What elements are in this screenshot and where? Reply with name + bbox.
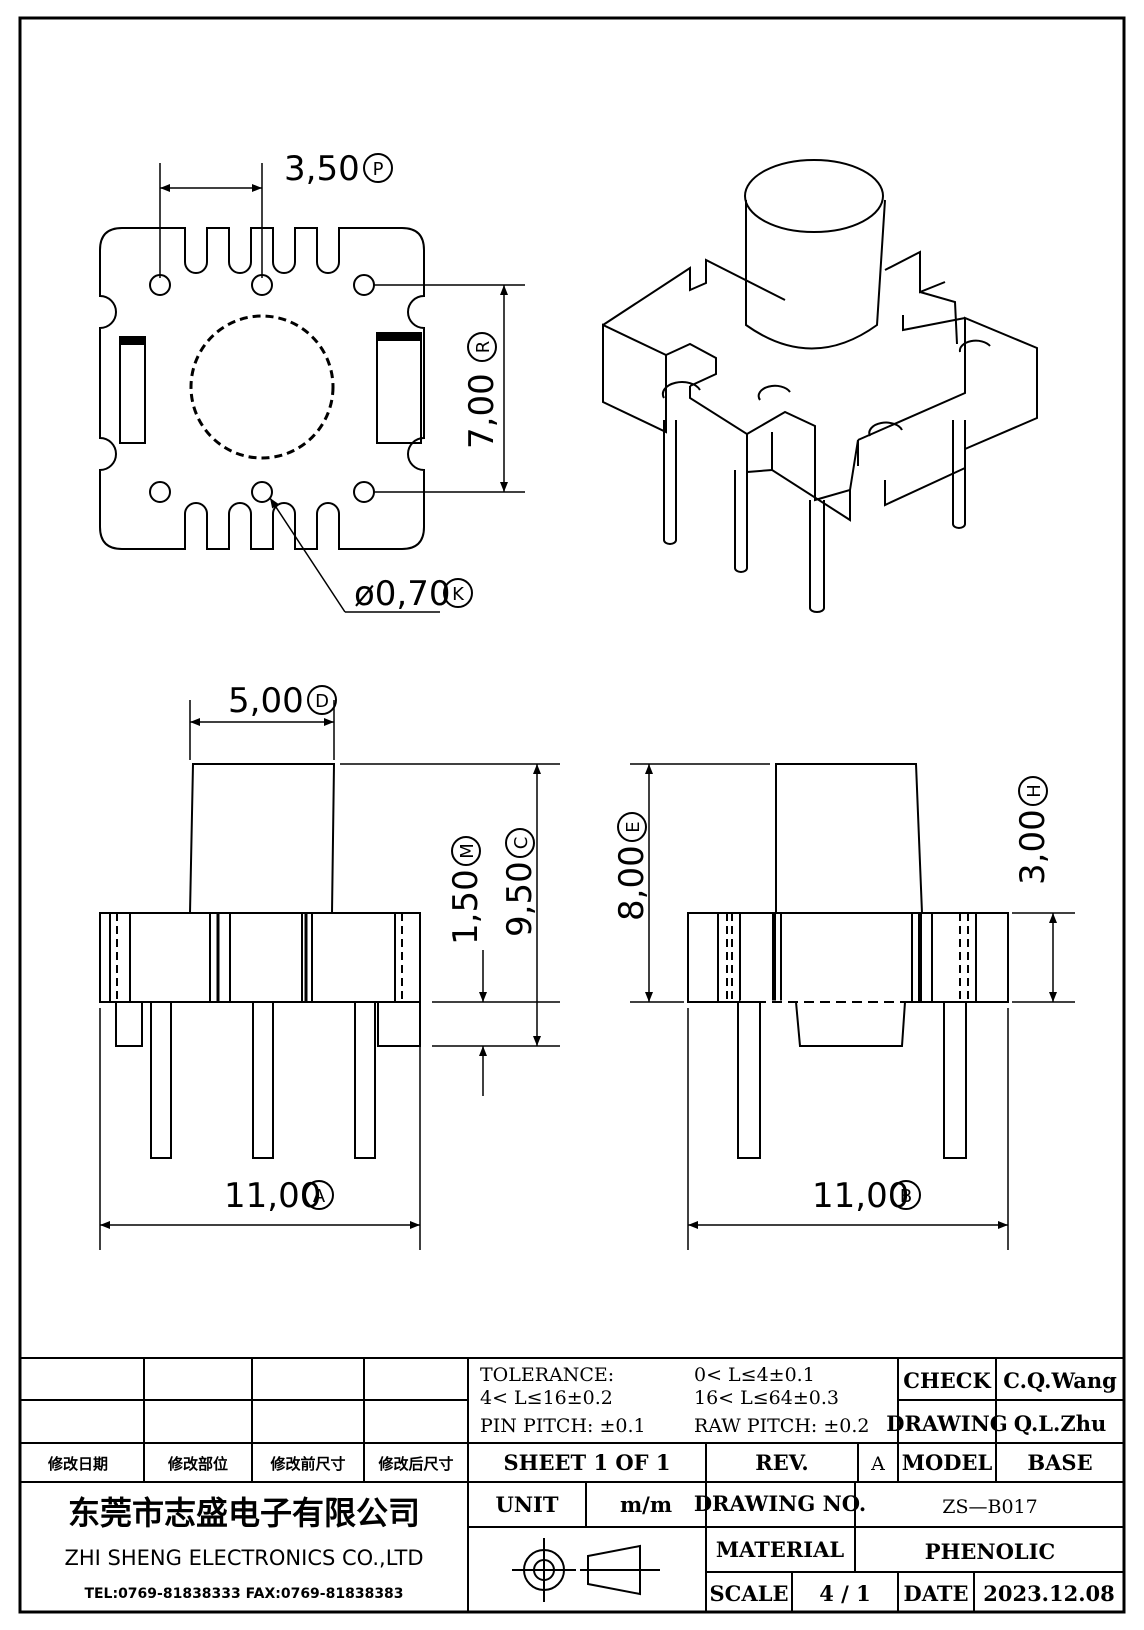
svg-text:11,00: 11,00	[224, 1176, 321, 1216]
dim-width-side: 11,00 B	[812, 1176, 921, 1216]
date-value: 2023.12.08	[983, 1581, 1115, 1606]
svg-text:7,00: 7,00	[462, 373, 502, 449]
svg-text:RAW PITCH: ±0.2: RAW PITCH: ±0.2	[694, 1415, 869, 1437]
side-view	[630, 763, 1075, 1250]
svg-text:D: D	[315, 691, 329, 712]
rev-value: A	[870, 1453, 885, 1475]
svg-text:H: H	[1024, 784, 1045, 798]
sheet-border	[18, 16, 1126, 1614]
svg-text:1,50: 1,50	[446, 869, 486, 945]
svg-text:E: E	[623, 821, 644, 832]
dim-standoff: 1,50 M	[446, 836, 486, 945]
scale-label: SCALE	[710, 1581, 789, 1606]
unit-value: m/m	[620, 1492, 672, 1517]
dim-core-width: 5,00 D	[228, 681, 337, 721]
date-label: DATE	[904, 1581, 969, 1606]
front-view	[99, 700, 560, 1250]
title-block	[20, 1357, 1124, 1612]
revision-headers: 修改日期 修改部位 修改前尺寸 修改后尺寸	[47, 1455, 454, 1473]
rev-label: REV.	[755, 1450, 808, 1475]
svg-text:ø0,70: ø0,70	[354, 574, 451, 614]
drawing-no-value: ZS—B017	[942, 1496, 1037, 1518]
svg-text:修改部位: 修改部位	[167, 1455, 228, 1473]
dim-pin-diameter: ø0,70 K	[354, 574, 473, 614]
svg-text:PIN PITCH: ±0.1: PIN PITCH: ±0.1	[480, 1415, 646, 1437]
svg-text:修改日期: 修改日期	[47, 1455, 108, 1473]
isometric-view	[602, 159, 1038, 613]
projection-symbol	[512, 1538, 660, 1602]
drawing-no-label: DRAWING NO.	[694, 1491, 866, 1516]
svg-text:修改前尺寸: 修改前尺寸	[269, 1455, 345, 1473]
svg-text:3,00: 3,00	[1013, 809, 1053, 885]
check-value: C.Q.Wang	[1003, 1368, 1117, 1393]
company-contact: TEL:0769-81838333 FAX:0769-81838383	[84, 1586, 403, 1602]
svg-text:A: A	[313, 1186, 326, 1207]
company-en: ZHI SHENG ELECTRONICS CO.,LTD	[64, 1546, 423, 1570]
drawing-value: Q.L.Zhu	[1014, 1411, 1107, 1436]
svg-text:0< L≤4±0.1: 0< L≤4±0.1	[694, 1364, 815, 1386]
svg-text:8,00: 8,00	[612, 845, 652, 921]
svg-text:修改后尺寸: 修改后尺寸	[377, 1455, 453, 1473]
tolerance-block: TOLERANCE: 0< L≤4±0.1 4< L≤16±0.2 16< L≤…	[480, 1364, 869, 1437]
unit-label: UNIT	[496, 1492, 559, 1517]
check-label: CHECK	[903, 1368, 991, 1393]
model-value: BASE	[1027, 1450, 1092, 1475]
svg-text:K: K	[452, 584, 465, 605]
sheet-text: SHEET 1 OF 1	[503, 1450, 670, 1475]
svg-text:4< L≤16±0.2: 4< L≤16±0.2	[480, 1387, 613, 1409]
top-view	[99, 163, 525, 613]
company-cn: 东莞市志盛电子有限公司	[68, 1494, 420, 1532]
material-label: MATERIAL	[716, 1537, 845, 1562]
svg-text:TOLERANCE:: TOLERANCE:	[480, 1364, 614, 1386]
svg-text:R: R	[473, 341, 494, 354]
dim-pin-pitch: 3,50 P	[284, 149, 393, 189]
svg-text:5,00: 5,00	[228, 681, 304, 721]
dim-base-thickness: 3,00 H	[1013, 776, 1053, 885]
dim-total-height: 9,50 C	[500, 828, 540, 937]
dim-width-front: 11,00 A	[224, 1176, 334, 1216]
scale-value: 4 / 1	[819, 1581, 871, 1606]
svg-text:16< L≤64±0.3: 16< L≤64±0.3	[694, 1387, 839, 1409]
dim-row-spacing: 7,00 R	[462, 332, 502, 449]
svg-text:3,50: 3,50	[284, 149, 360, 189]
svg-text:M: M	[457, 843, 478, 859]
svg-text:11,00: 11,00	[812, 1176, 909, 1216]
svg-text:C: C	[511, 837, 532, 850]
svg-text:9,50: 9,50	[500, 861, 540, 937]
material-value: PHENOLIC	[925, 1539, 1055, 1564]
model-label: MODEL	[902, 1450, 993, 1475]
svg-text:B: B	[900, 1186, 912, 1207]
dim-height-side: 8,00 E	[612, 812, 652, 921]
drawing-label: DRAWING	[886, 1411, 1007, 1436]
svg-text:P: P	[373, 159, 384, 180]
